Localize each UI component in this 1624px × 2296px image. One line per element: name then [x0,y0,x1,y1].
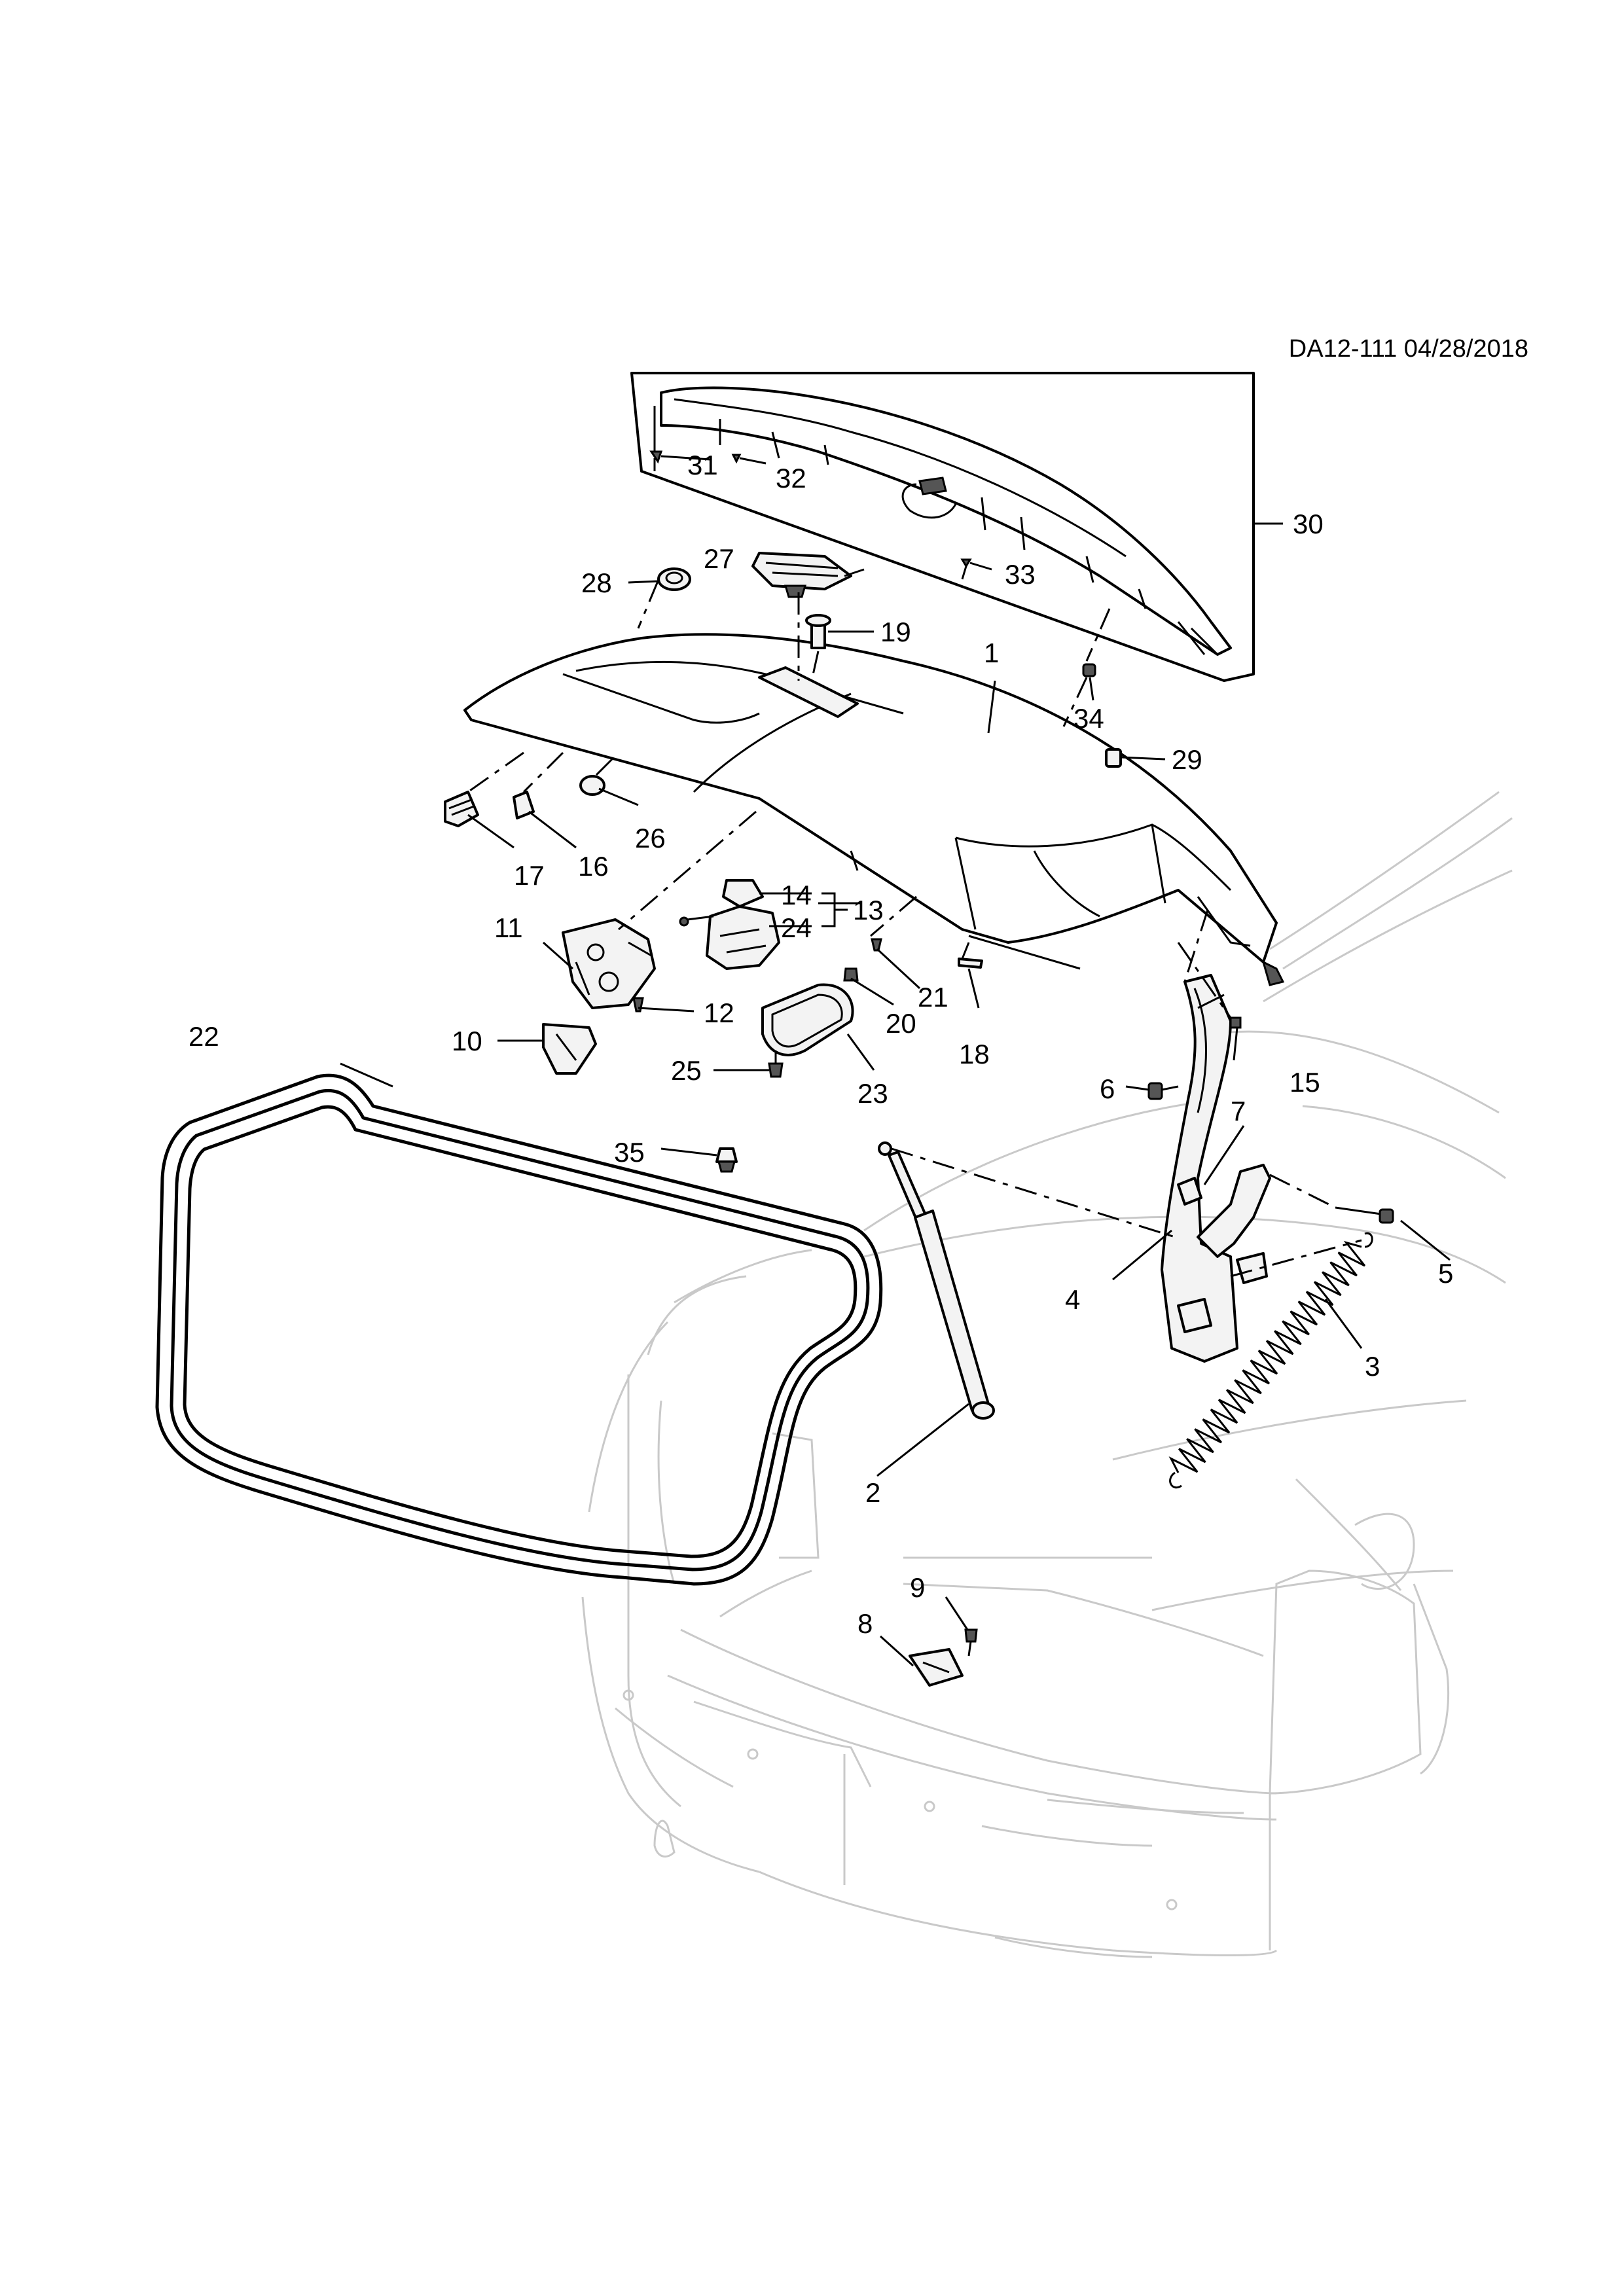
part-2-gas-strut [878,1141,995,1420]
part-30-spoiler-assembly [630,372,1255,682]
part-5-bolt [1335,1206,1394,1224]
assembly-guide-lines [467,458,1362,1278]
part-19-bolt [805,614,831,649]
callout-2: 2 [865,1477,880,1508]
part-22-weatherstrip [155,1073,883,1586]
callout-9: 9 [910,1572,925,1603]
callout-13: 13 [853,895,884,925]
part-31-clip [649,450,663,464]
callout-19: 19 [880,617,911,647]
part-14-switch [722,879,764,908]
callout-1: 1 [984,637,999,668]
callout-leader-lines [340,455,1451,1667]
callout-21: 21 [918,982,948,1013]
part-21-screw [871,938,882,952]
callout-5: 5 [1438,1258,1453,1289]
part-10-striker [542,1023,597,1075]
callout-7: 7 [1231,1096,1246,1126]
hinge-arm-assembly [1197,1164,1271,1284]
part-27-lamp [751,552,852,598]
callout-20: 20 [886,1008,916,1039]
callout-25: 25 [671,1055,702,1086]
callout-34: 34 [1074,703,1104,734]
part-1-trunk-lid [463,633,1285,986]
callout-29: 29 [1172,744,1202,775]
callout-22: 22 [189,1021,219,1052]
callout-18: 18 [959,1039,990,1069]
part-15-bolt [1229,1016,1242,1029]
part-20-nut [843,967,859,982]
callout-32: 32 [776,463,806,493]
diagram-reference: DA12-111 04/28/2018 [1288,335,1528,363]
callout-16: 16 [578,851,609,882]
part-29-clip [1105,748,1122,768]
part-26-bumper [579,775,605,796]
callout-31: 31 [687,450,718,480]
callout-24: 24 [781,912,812,943]
callout-35: 35 [614,1137,645,1168]
part-4-hinge [1161,974,1238,1363]
callout-33: 33 [1005,559,1036,590]
part-9-bolt [964,1628,978,1657]
callout-8: 8 [857,1608,873,1639]
part-28-plug [657,567,691,591]
callout-30: 30 [1293,509,1324,539]
callout-12: 12 [704,997,734,1028]
part-25-screw [768,1050,784,1078]
callout-27: 27 [704,543,734,574]
part-23-handle [761,983,854,1056]
part-3-spring [1168,1232,1373,1488]
vehicle-body-ghost [581,791,1513,1958]
callout-26: 26 [635,823,666,853]
callout-17: 17 [514,860,545,891]
part-35-fastener [715,1147,738,1173]
part-8-striker [909,1648,964,1687]
callout-10: 10 [452,1026,482,1056]
callout-14: 14 [781,880,812,910]
part-18-clip [958,958,983,969]
callout-4: 4 [1065,1284,1080,1315]
callout-15: 15 [1290,1067,1320,1098]
callout-labels: 1 2 3 4 5 6 7 8 9 10 11 12 13 14 15 16 1… [189,450,1453,1639]
part-11-latch [562,918,656,1009]
part-32-clip [731,454,742,464]
part-17-bumper [444,791,479,827]
callout-11: 11 [494,912,523,943]
callout-23: 23 [857,1078,888,1109]
part-24-latch-actuator [679,905,780,970]
part-12-bolt [632,997,644,1013]
callout-6: 6 [1100,1073,1115,1104]
part-16-bumper [513,791,535,819]
part-34-nut [1082,663,1096,677]
part-7-bracket [1177,1177,1202,1206]
callout-28: 28 [581,567,612,598]
part-6-bolt [1147,1082,1179,1100]
callout-3: 3 [1365,1351,1380,1382]
part-33-clip [960,558,972,568]
